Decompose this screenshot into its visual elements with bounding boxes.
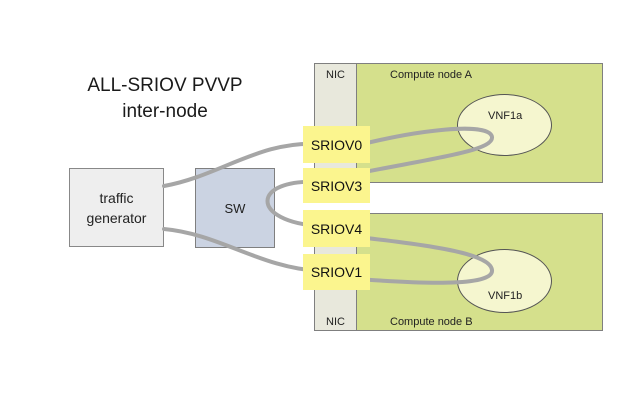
link-sriov3-to-sriov4: [265, 179, 322, 228]
nic-a-label: NIC: [326, 69, 345, 81]
vnf1b-label: VNF1b: [488, 290, 523, 302]
port-sriov0-label: SRIOV0: [310, 136, 363, 153]
port-sriov3-label: SRIOV3: [310, 177, 363, 194]
link-vnf1a-loop: [338, 126, 494, 178]
port-sriov1: SRIOV1: [303, 254, 370, 290]
nic-a: [314, 63, 357, 183]
compute-node-b-label: Compute node B: [390, 316, 473, 328]
port-sriov0: SRIOV0: [303, 126, 370, 163]
title-line-1: ALL-SRIOV PVVP: [87, 75, 243, 96]
switch-label: SW: [224, 200, 246, 216]
port-sriov4: SRIOV4: [303, 210, 370, 247]
nic-b-label: NIC: [326, 316, 345, 328]
port-sriov3: SRIOV3: [303, 168, 370, 203]
compute-node-a-label: Compute node A: [390, 69, 472, 81]
traffic-generator: traffic generator: [69, 168, 164, 247]
port-sriov4-label: SRIOV4: [310, 220, 363, 237]
link-tgen-to-sriov1: [162, 227, 322, 273]
switch: SW: [195, 168, 275, 248]
link-tgen-to-sriov0: [162, 141, 322, 188]
title-line-2: inter-node: [122, 101, 208, 122]
diagram-title: ALL-SRIOV PVVP inter-node: [60, 73, 270, 125]
traffic-generator-line-2: generator: [86, 209, 147, 226]
traffic-generator-line-1: traffic: [99, 189, 134, 206]
port-sriov1-label: SRIOV1: [310, 264, 363, 280]
vnf1a: [457, 94, 552, 156]
link-vnf1b-loop: [338, 233, 494, 285]
vnf1a-label: VNF1a: [488, 110, 523, 122]
